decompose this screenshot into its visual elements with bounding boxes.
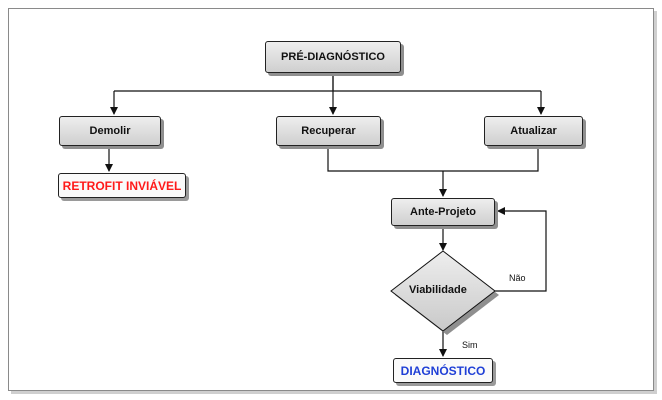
node-recuperar: Recuperar: [276, 116, 381, 146]
node-ante-projeto: Ante-Projeto: [391, 198, 495, 226]
node-diagnostico: DIAGNÓSTICO: [393, 358, 493, 383]
node-atualizar: Atualizar: [484, 116, 583, 146]
edge-label-sim: Sim: [462, 340, 478, 350]
node-demolir: Demolir: [59, 116, 161, 146]
node-pre-diagnostico: PRÉ-DIAGNÓSTICO: [265, 41, 401, 73]
node-retrofit-inviavel: RETROFIT INVIÁVEL: [58, 173, 186, 198]
edge-nao-loop: [495, 207, 547, 292]
node-viabilidade-label: Viabilidade: [409, 284, 467, 296]
viabilidade-diamond: [390, 250, 496, 332]
edge-atualizar-to-merge: [443, 146, 539, 172]
edge-label-nao: Não: [509, 273, 526, 283]
edge-recuperar-to-merge: [327, 146, 443, 172]
